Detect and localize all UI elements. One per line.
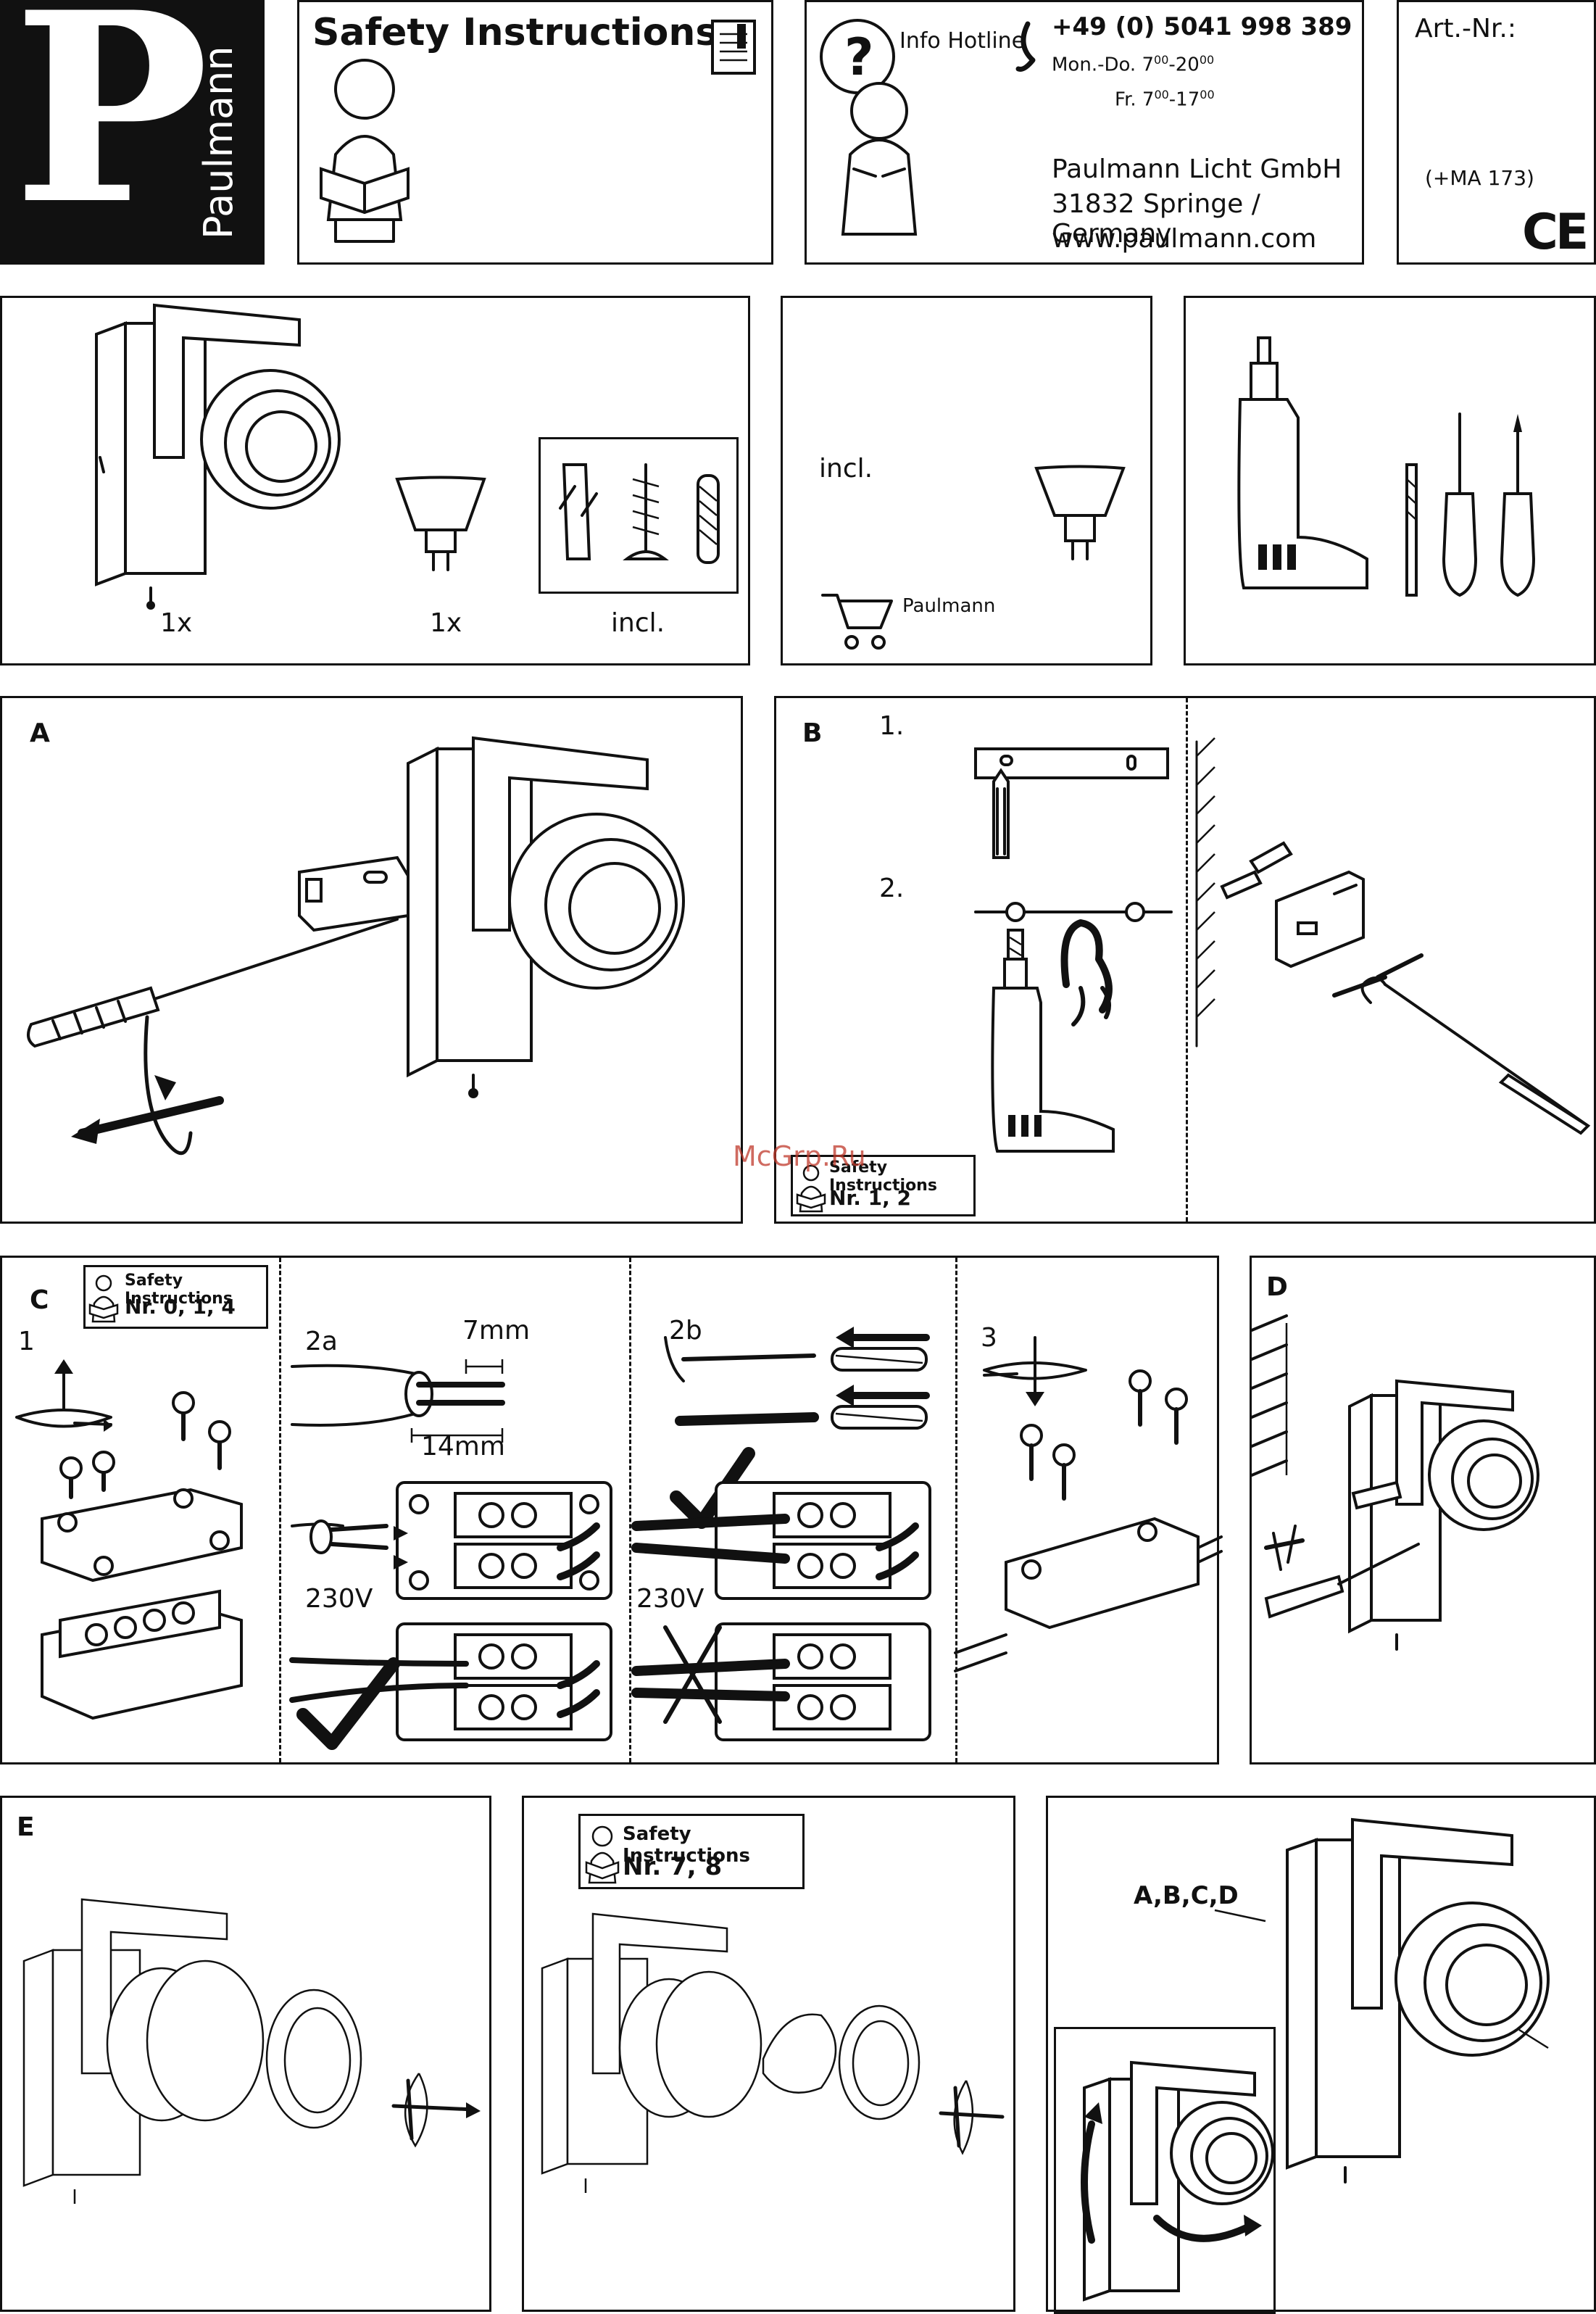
step-d-label: D: [1266, 1272, 1288, 1302]
wall-lamp-illustration: [95, 303, 341, 610]
step-b2-label: 2.: [879, 874, 905, 903]
step-e-illustration: [22, 1898, 481, 2204]
step-c1-terminal-box-illustration: [15, 1359, 243, 1720]
contents-panel: 1x 1x incl.: [0, 296, 750, 665]
final-reference-label: A,B,C,D: [1134, 1881, 1239, 1910]
hotline-phone: +49 (0) 5041 998 389: [1052, 12, 1352, 41]
tools-panel: [1184, 296, 1596, 665]
bulb-included-panel: incl. Paulmann: [781, 296, 1152, 665]
step-d-illustration: [1250, 1314, 1539, 1651]
shop-label: Paulmann: [902, 595, 996, 617]
shopping-cart-icon: [821, 594, 893, 650]
phone-icon: [1015, 21, 1036, 72]
safety-badge-b: Safety Instructions Nr. 1, 2: [791, 1155, 976, 1216]
step-c-divider-2: [629, 1258, 631, 1762]
step-b-panel: B 1. 2.: [733, 696, 1596, 1224]
safety-badge-numbers: Nr. 1, 2: [829, 1186, 911, 1210]
safety-badge-reader-icon: [88, 1274, 119, 1323]
reading-person-icon: [320, 59, 410, 243]
step-c1-label: 1: [18, 1327, 35, 1356]
qty-bulb-label: 1x: [430, 608, 462, 638]
article-number-panel: Art.-Nr.: (+MA 173) CE: [1397, 0, 1596, 265]
logo-name: Paulmann: [196, 46, 241, 239]
hours-friday: Fr. 700-1700: [1115, 88, 1215, 111]
step-b2-drilling-illustration: [974, 902, 1173, 1153]
hours-weekdays: Mon.-Do. 700-2000: [1052, 53, 1215, 76]
step-b-divider: [1186, 698, 1188, 1222]
strip-14mm-label: 14mm: [421, 1432, 505, 1461]
safety-instructions-panel: Safety Instructions: [297, 0, 773, 265]
safety-badge-c: Safety Instructions Nr. 0, 1, 4: [83, 1265, 268, 1329]
screwdriver-phillips-icon: [1500, 414, 1536, 597]
screwdriver-flat-icon: [1442, 412, 1478, 597]
gu10-bulb-icon: [1034, 465, 1126, 560]
qty-lamp-label: 1x: [160, 608, 193, 638]
document-icon: [711, 20, 756, 75]
step-b1-label: 1.: [879, 711, 905, 741]
step-e-panel: E: [0, 1796, 491, 2312]
svg-text:?: ?: [844, 28, 874, 87]
step-b1-marking-illustration: [974, 747, 1169, 859]
safety-badge-reader-icon: [796, 1164, 826, 1213]
adjustment-panel: A,B,C,D: [1046, 1796, 1596, 2314]
company-name: Paulmann Licht GmbH: [1052, 154, 1342, 184]
hardware-bag: [539, 437, 739, 594]
article-label: Art.-Nr.:: [1415, 14, 1516, 43]
step-c2a-stripping-illustration: [291, 1359, 505, 1443]
step-c2b-label: 2b: [669, 1316, 702, 1345]
step-c2a-label: 2a: [305, 1327, 338, 1356]
hotline-panel: ? Info Hotline +49 (0) 5041 998 389 Mon.…: [805, 0, 1364, 265]
step-b-label: B: [802, 718, 823, 748]
assembled-lamp-illustration: [1214, 1817, 1550, 2184]
safety-badge-numbers: Nr. 0, 1, 4: [125, 1295, 236, 1319]
logo-letter: P: [13, 0, 209, 262]
lamp-replacement-panel: Safety Instructions Nr. 7, 8: [522, 1796, 1015, 2312]
brand-logo: P Paulmann: [0, 0, 265, 265]
step-c-divider-1: [279, 1258, 281, 1762]
hotline-label: Info Hotline: [899, 28, 1026, 54]
step-d-panel: D: [1250, 1256, 1596, 1764]
ma-code: (+MA 173): [1425, 166, 1534, 190]
ce-mark: CE: [1522, 204, 1589, 261]
incl-hardware-label: incl.: [611, 608, 665, 638]
step-c-divider-3: [955, 1258, 957, 1762]
rotation-adjustment-illustration: [1081, 2060, 1274, 2302]
drill-icon: [1237, 336, 1368, 589]
safety-badge-title: Safety Instructions: [829, 1158, 937, 1195]
step-c-panel: C 1 Safety Instructions Nr. 0, 1, 4 2a 7…: [0, 1256, 1223, 1764]
step-a-panel: A: [0, 696, 743, 1224]
strip-7mm-label: 7mm: [462, 1316, 531, 1345]
step-c3-closing-illustration: [954, 1336, 1223, 1672]
safety-title: Safety Instructions: [312, 11, 718, 54]
step-e-label: E: [17, 1812, 35, 1842]
safety-badge-numbers: Nr. 7, 8: [623, 1852, 723, 1881]
safety-badge-title: Safety Instructions: [623, 1823, 751, 1867]
lamp-replacement-illustration: [541, 1912, 1005, 2193]
safety-badge-reader-icon: [585, 1825, 620, 1884]
step-c-label: C: [30, 1285, 49, 1315]
voltage-label-2: 230V: [636, 1584, 705, 1614]
company-address: 31832 Springe / Germany: [1052, 189, 1260, 249]
drill-bit-icon: [1405, 463, 1418, 597]
step-c2a-terminal-illustration: [289, 1481, 612, 1750]
safety-badge-e: Safety Instructions Nr. 7, 8: [578, 1814, 805, 1889]
step-c3-label: 3: [981, 1323, 997, 1353]
voltage-label-1: 230V: [305, 1584, 373, 1614]
question-person-icon: ?: [820, 19, 918, 236]
company-website: www.paulmann.com: [1052, 224, 1317, 254]
hardware-items-illustration: [559, 463, 720, 564]
gu10-bulb-illustration: [395, 476, 486, 571]
step-a-label: A: [30, 718, 50, 748]
step-b-mounting-illustration: [1195, 737, 1591, 1135]
step-a-illustration: [27, 736, 685, 1156]
incl-bulb-label: incl.: [819, 454, 873, 484]
watermark: McGrp.Ru: [733, 1140, 866, 1172]
step-c2b-terminal-illustration: [631, 1481, 931, 1741]
step-c2b-ferrule-illustration: [664, 1327, 930, 1529]
safety-badge-title: Safety Instructions: [125, 1272, 233, 1308]
